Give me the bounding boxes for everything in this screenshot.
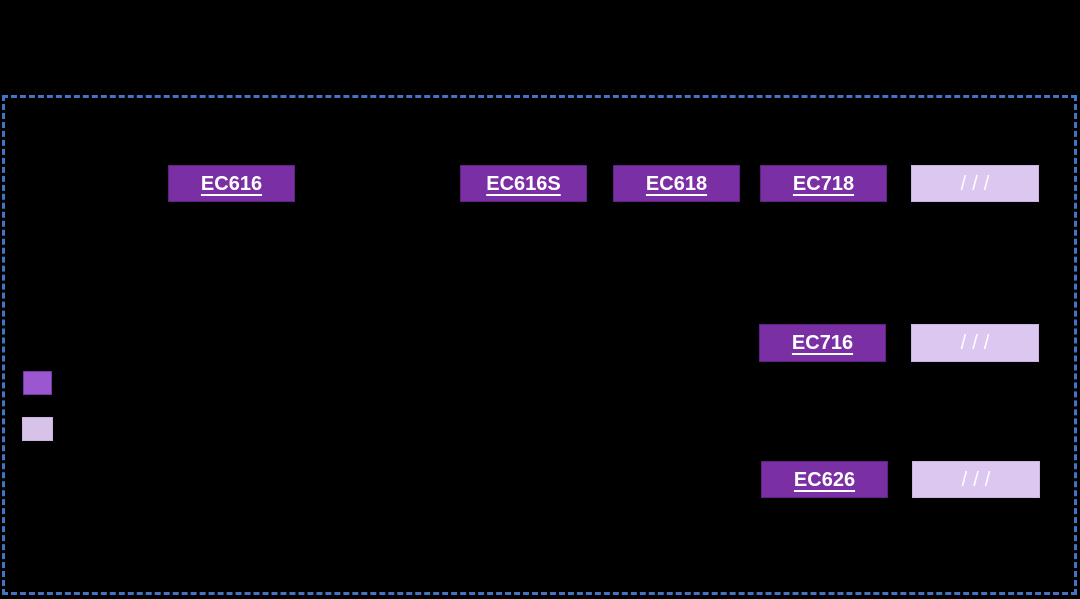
chip-box-ec616s[interactable]: EC616S (460, 165, 587, 202)
chip-box-ec626[interactable]: EC626 (761, 461, 888, 498)
chip-box-ec616[interactable]: EC616 (168, 165, 295, 202)
future-chip-placeholder: /// (960, 332, 996, 354)
legend-swatch-released (23, 371, 52, 395)
legend-swatch-future (22, 417, 53, 441)
future-chip-box-row1: /// (911, 165, 1039, 202)
chip-box-ec718[interactable]: EC718 (760, 165, 887, 202)
chip-label-ec616: EC616 (200, 172, 263, 195)
roadmap-dashed-frame (2, 95, 1077, 595)
chip-label-ec618: EC618 (645, 172, 708, 195)
future-chip-box-row3: /// (912, 461, 1040, 498)
chip-box-ec618[interactable]: EC618 (613, 165, 740, 202)
chip-label-ec718: EC718 (792, 172, 855, 195)
chip-label-ec616s: EC616S (486, 172, 561, 195)
future-chip-placeholder: /// (960, 172, 996, 195)
chip-box-ec716[interactable]: EC716 (759, 324, 886, 362)
future-chip-placeholder: /// (961, 468, 997, 491)
chip-label-ec626: EC626 (793, 468, 856, 491)
future-chip-box-row2: /// (911, 324, 1039, 362)
chip-label-ec716: EC716 (791, 332, 854, 354)
